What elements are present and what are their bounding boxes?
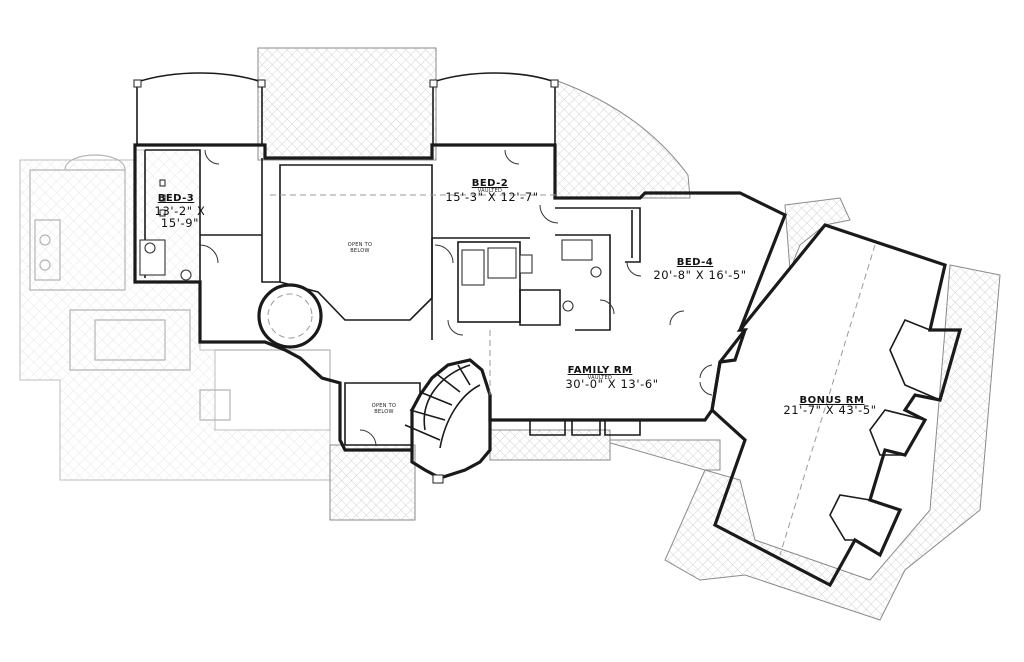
open-lower-line2: BELOW — [374, 409, 394, 415]
bonus-dim: 21'-7" X 43'-5" — [783, 403, 876, 417]
bed3-name: BED-3 — [158, 193, 195, 204]
family-note: VAULTED — [588, 375, 612, 381]
bed2-dim: 15'-3" X 12'-7" — [445, 190, 538, 204]
family-dim: 30'-0" X 13'-6" — [565, 377, 658, 391]
open-lower-line1: OPEN TO — [372, 403, 397, 409]
deck-areas — [257, 47, 1001, 621]
open-upper-line1: OPEN TO — [348, 242, 373, 248]
room-labels: BED-3 13'-2" X 15'-9" BED-2 VAULTED 15'-… — [155, 178, 876, 417]
bed3-dim-line1: 13'-2" X — [155, 204, 206, 218]
bed2-note: VAULTED — [478, 188, 502, 194]
family-name: FAMILY RM — [568, 365, 633, 376]
upper-level-walls — [133, 72, 963, 588]
open-upper-line2: BELOW — [350, 248, 370, 254]
bed4-name: BED-4 — [677, 257, 714, 268]
bed2-name: BED-2 — [472, 178, 509, 189]
bonus-name: BONUS RM — [800, 395, 865, 406]
bed3-dim-line2: 15'-9" — [161, 216, 199, 230]
bed4-dim: 20'-8" X 16'-5" — [653, 268, 746, 282]
